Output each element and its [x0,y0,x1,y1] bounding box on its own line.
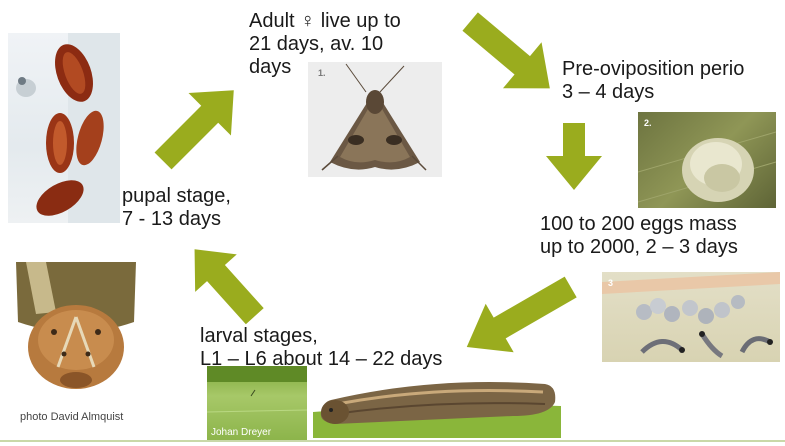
photo-credit: Johan Dreyer [211,427,271,438]
arrow-icon [180,238,270,328]
arrow-icon [540,118,610,198]
photo-number: 1. [318,68,326,78]
hatching-larvae-photo: 3 [602,272,780,362]
photo-credit: photo David Almquist [20,411,123,423]
arrow-icon [142,72,252,182]
photo-number: 2. [644,118,652,128]
pupae-photo [8,33,120,223]
pupal-stage-label: pupal stage, 7 - 13 days [122,185,231,231]
egg-mass-photo: 2. [638,112,776,208]
arrow-icon [455,5,565,115]
arrow-icon [445,270,585,370]
adult-moth-photo: 1. [308,62,442,177]
mature-caterpillar-photo [313,372,561,438]
bottom-divider [0,440,785,442]
egg-stage-label: 100 to 200 eggs mass up to 2000, 2 – 3 d… [540,213,738,259]
larval-stage-label: larval stages, L1 – L6 about 14 – 22 day… [200,325,442,371]
larva-on-leaf-photo: Johan Dreyer [207,366,307,441]
preoviposition-label: Pre-oviposition perio 3 – 4 days [562,58,744,104]
photo-number: 3 [608,278,613,288]
caterpillar-head-photo [6,262,146,400]
